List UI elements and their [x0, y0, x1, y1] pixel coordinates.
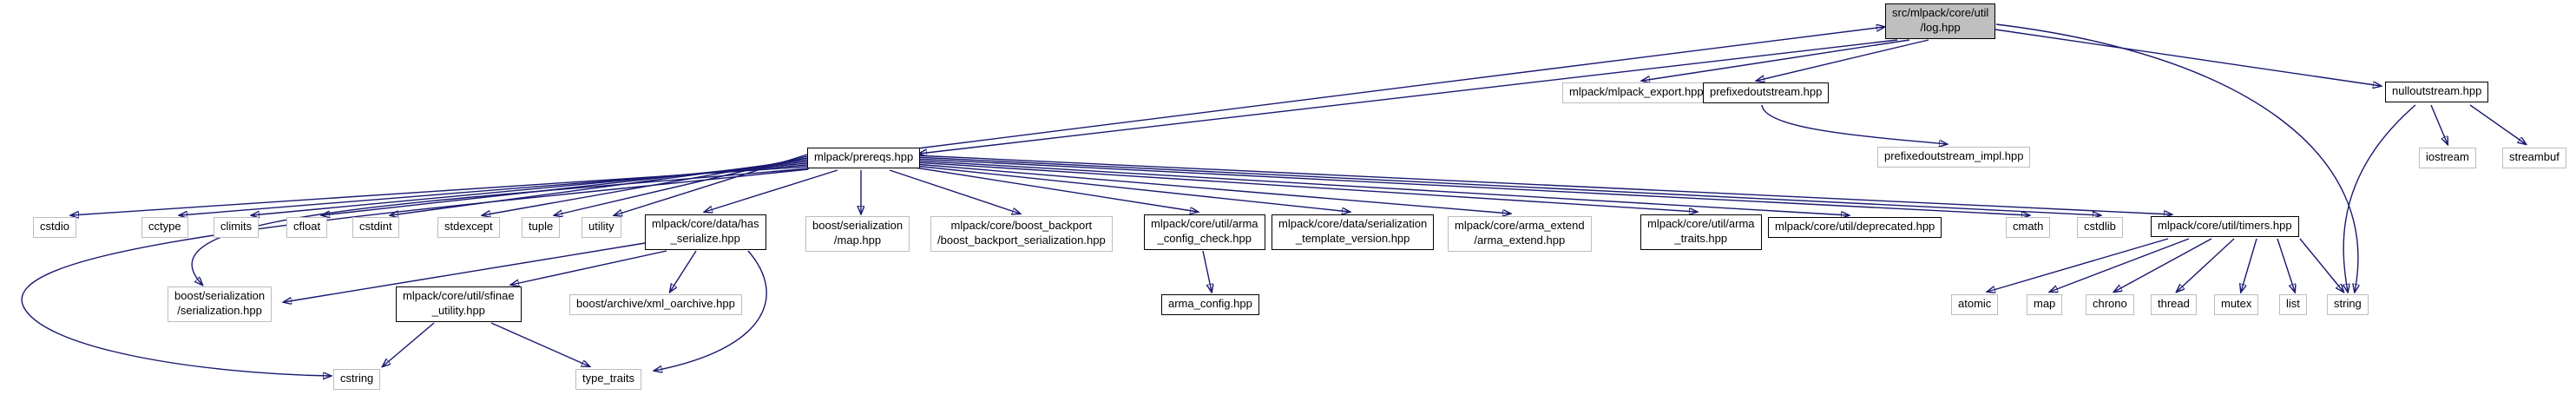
edge-prereqs-arma-config-check: [914, 167, 1198, 212]
edge-prereqs-climits: [252, 162, 808, 215]
node-has-serialize[interactable]: mlpack/core/data/has _serialize.hpp: [645, 214, 766, 250]
node-boost-serialization: boost/serialization /serialization.hpp: [168, 286, 273, 322]
node-stdexcept: stdexcept: [437, 217, 500, 238]
edge-prereqs-arma-extend: [914, 163, 1510, 214]
node-boost-map: boost/serialization /map.hpp: [805, 216, 910, 252]
edge-timers-string: [2299, 238, 2343, 292]
edge-nulloutstream-string: [2343, 104, 2416, 292]
node-cfloat: cfloat: [286, 217, 328, 238]
node-tuple: tuple: [522, 217, 561, 238]
node-map: map: [2027, 294, 2063, 315]
edge-sfinae-cstring: [383, 322, 435, 366]
edge-sfinae-type-traits: [490, 322, 589, 366]
edge-arma-config-check-arma-config: [1202, 250, 1212, 292]
edge-has-serialize-xml-oarchive: [670, 250, 697, 292]
edge-log-prefixedoutstream: [1757, 39, 1929, 81]
node-chrono: chrono: [2086, 294, 2134, 315]
node-cmath: cmath: [2006, 217, 2051, 238]
node-sfinae-utility[interactable]: mlpack/core/util/sfinae _utility.hpp: [396, 286, 522, 322]
node-mlpack-export: mlpack/mlpack_export.hpp: [1562, 82, 1711, 103]
node-utility: utility: [582, 217, 621, 238]
edge-timers-chrono: [2114, 238, 2212, 292]
node-list: list: [2279, 294, 2307, 315]
node-xml-oarchive: boost/archive/xml_oarchive.hpp: [569, 294, 742, 315]
edge-prereqs-cctype: [180, 164, 808, 215]
node-streambuf: streambuf: [2502, 148, 2566, 168]
edge-timers-map: [2050, 238, 2190, 292]
edge-prereqs-boost-backport: [889, 169, 1020, 214]
node-cstdio: cstdio: [33, 217, 76, 238]
edge-timers-list: [2277, 238, 2295, 292]
edge-timers-thread: [2177, 238, 2235, 292]
edge-prefixedoutstream-impl: [1761, 104, 1947, 144]
node-type-traits: type_traits: [575, 369, 641, 390]
edge-prereqs-cstdint: [391, 159, 808, 215]
edge-timers-atomic: [1988, 238, 2169, 292]
node-timers[interactable]: mlpack/core/util/timers.hpp: [2151, 216, 2299, 237]
edge-prereqs-stdexcept: [483, 157, 808, 215]
node-arma-extend: mlpack/core/arma_extend /arma_extend.hpp: [1448, 216, 1592, 252]
node-boost-backport: mlpack/core/boost_backport /boost_backpo…: [930, 216, 1113, 252]
edge-prereqs-has-serialize: [705, 169, 838, 212]
edge-prereqs-deprecated: [914, 160, 1849, 215]
node-serialization-template-version[interactable]: mlpack/core/data/serialization _template…: [1272, 214, 1435, 250]
edge-prereqs-arma-traits: [914, 161, 1697, 212]
node-prefixedoutstream-impl: prefixedoutstream_impl.hpp: [1877, 147, 2031, 168]
edge-prereqs-serialization-template-version: [914, 165, 1350, 212]
edge-log-mlpack-export: [1642, 39, 1910, 81]
node-log: src/mlpack/core/util /log.hpp: [1885, 3, 1996, 39]
edge-timers-mutex: [2241, 238, 2257, 292]
node-cstdint: cstdint: [352, 217, 399, 238]
node-prereqs[interactable]: mlpack/prereqs.hpp: [807, 148, 921, 168]
node-cctype: cctype: [141, 217, 188, 238]
edge-nulloutstream-iostream: [2430, 104, 2448, 144]
node-thread: thread: [2151, 294, 2197, 315]
edge-has-serialize-sfinae: [511, 250, 667, 285]
node-climits: climits: [214, 217, 260, 238]
edge-nulloutstream-streambuf: [2469, 104, 2526, 144]
node-deprecated[interactable]: mlpack/core/util/deprecated.hpp: [1768, 217, 1942, 238]
node-arma-config[interactable]: arma_config.hpp: [1161, 294, 1259, 315]
node-mutex: mutex: [2214, 294, 2259, 315]
node-atomic: atomic: [1951, 294, 1999, 315]
edge-log-nulloutstream: [1994, 29, 2381, 86]
edge-prereqs-cfloat: [322, 161, 808, 215]
edge-prereqs-cmath: [914, 158, 2029, 215]
edge-prereqs-utility: [614, 154, 808, 215]
node-arma-traits[interactable]: mlpack/core/util/arma _traits.hpp: [1640, 214, 1762, 250]
node-string: string: [2327, 294, 2369, 315]
node-prefixedoutstream[interactable]: prefixedoutstream.hpp: [1703, 82, 1830, 103]
edge-prereqs-tuple: [555, 155, 808, 215]
node-nulloutstream[interactable]: nulloutstream.hpp: [2385, 82, 2489, 102]
edge-log-string: [1995, 23, 2358, 292]
node-iostream: iostream: [2419, 148, 2476, 168]
node-arma-config-check[interactable]: mlpack/core/util/arma _config_check.hpp: [1144, 214, 1265, 250]
edge-prereqs-cstring: [21, 168, 809, 376]
edge-prereqs-cstdio: [71, 166, 808, 215]
node-cstring: cstring: [333, 369, 381, 390]
node-cstdlib: cstdlib: [2077, 217, 2123, 238]
